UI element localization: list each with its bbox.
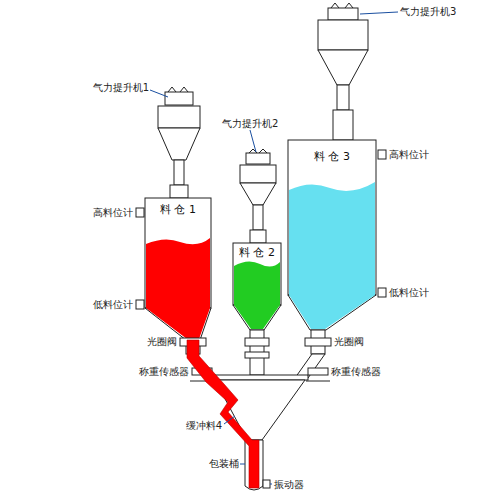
lifter-motor — [165, 92, 193, 105]
vibrator — [263, 480, 270, 488]
part-label: 光圈阀 — [147, 336, 177, 348]
part-label: 光圈阀 — [334, 336, 364, 348]
part-label: 低料位计 — [93, 299, 133, 311]
part-label: 气力提升机3 — [400, 6, 456, 18]
part-label: 高料位计 — [389, 149, 429, 161]
part-label: 缓冲料4 — [186, 420, 222, 432]
part-label: 包装桶 — [209, 458, 239, 470]
part-label: 称重传感器 — [331, 366, 381, 378]
part-label: 高料位计 — [93, 207, 133, 219]
part-label: 振动器 — [274, 479, 304, 491]
silo-label: 料 仓 3 — [314, 150, 350, 163]
silo-label: 料 仓 1 — [160, 203, 196, 216]
silo-node: 料 仓 1 — [147, 203, 209, 216]
part-label: 低料位计 — [389, 287, 429, 299]
silo-node: 料 仓 3 — [290, 150, 374, 163]
part-label: 气力提升机2 — [222, 118, 278, 130]
silo-node: 料 仓 2 — [235, 246, 279, 259]
part-label: 称重传感器 — [139, 366, 189, 378]
silo-label: 料 仓 2 — [239, 246, 275, 259]
part-label: 气力提升机1 — [93, 82, 149, 94]
